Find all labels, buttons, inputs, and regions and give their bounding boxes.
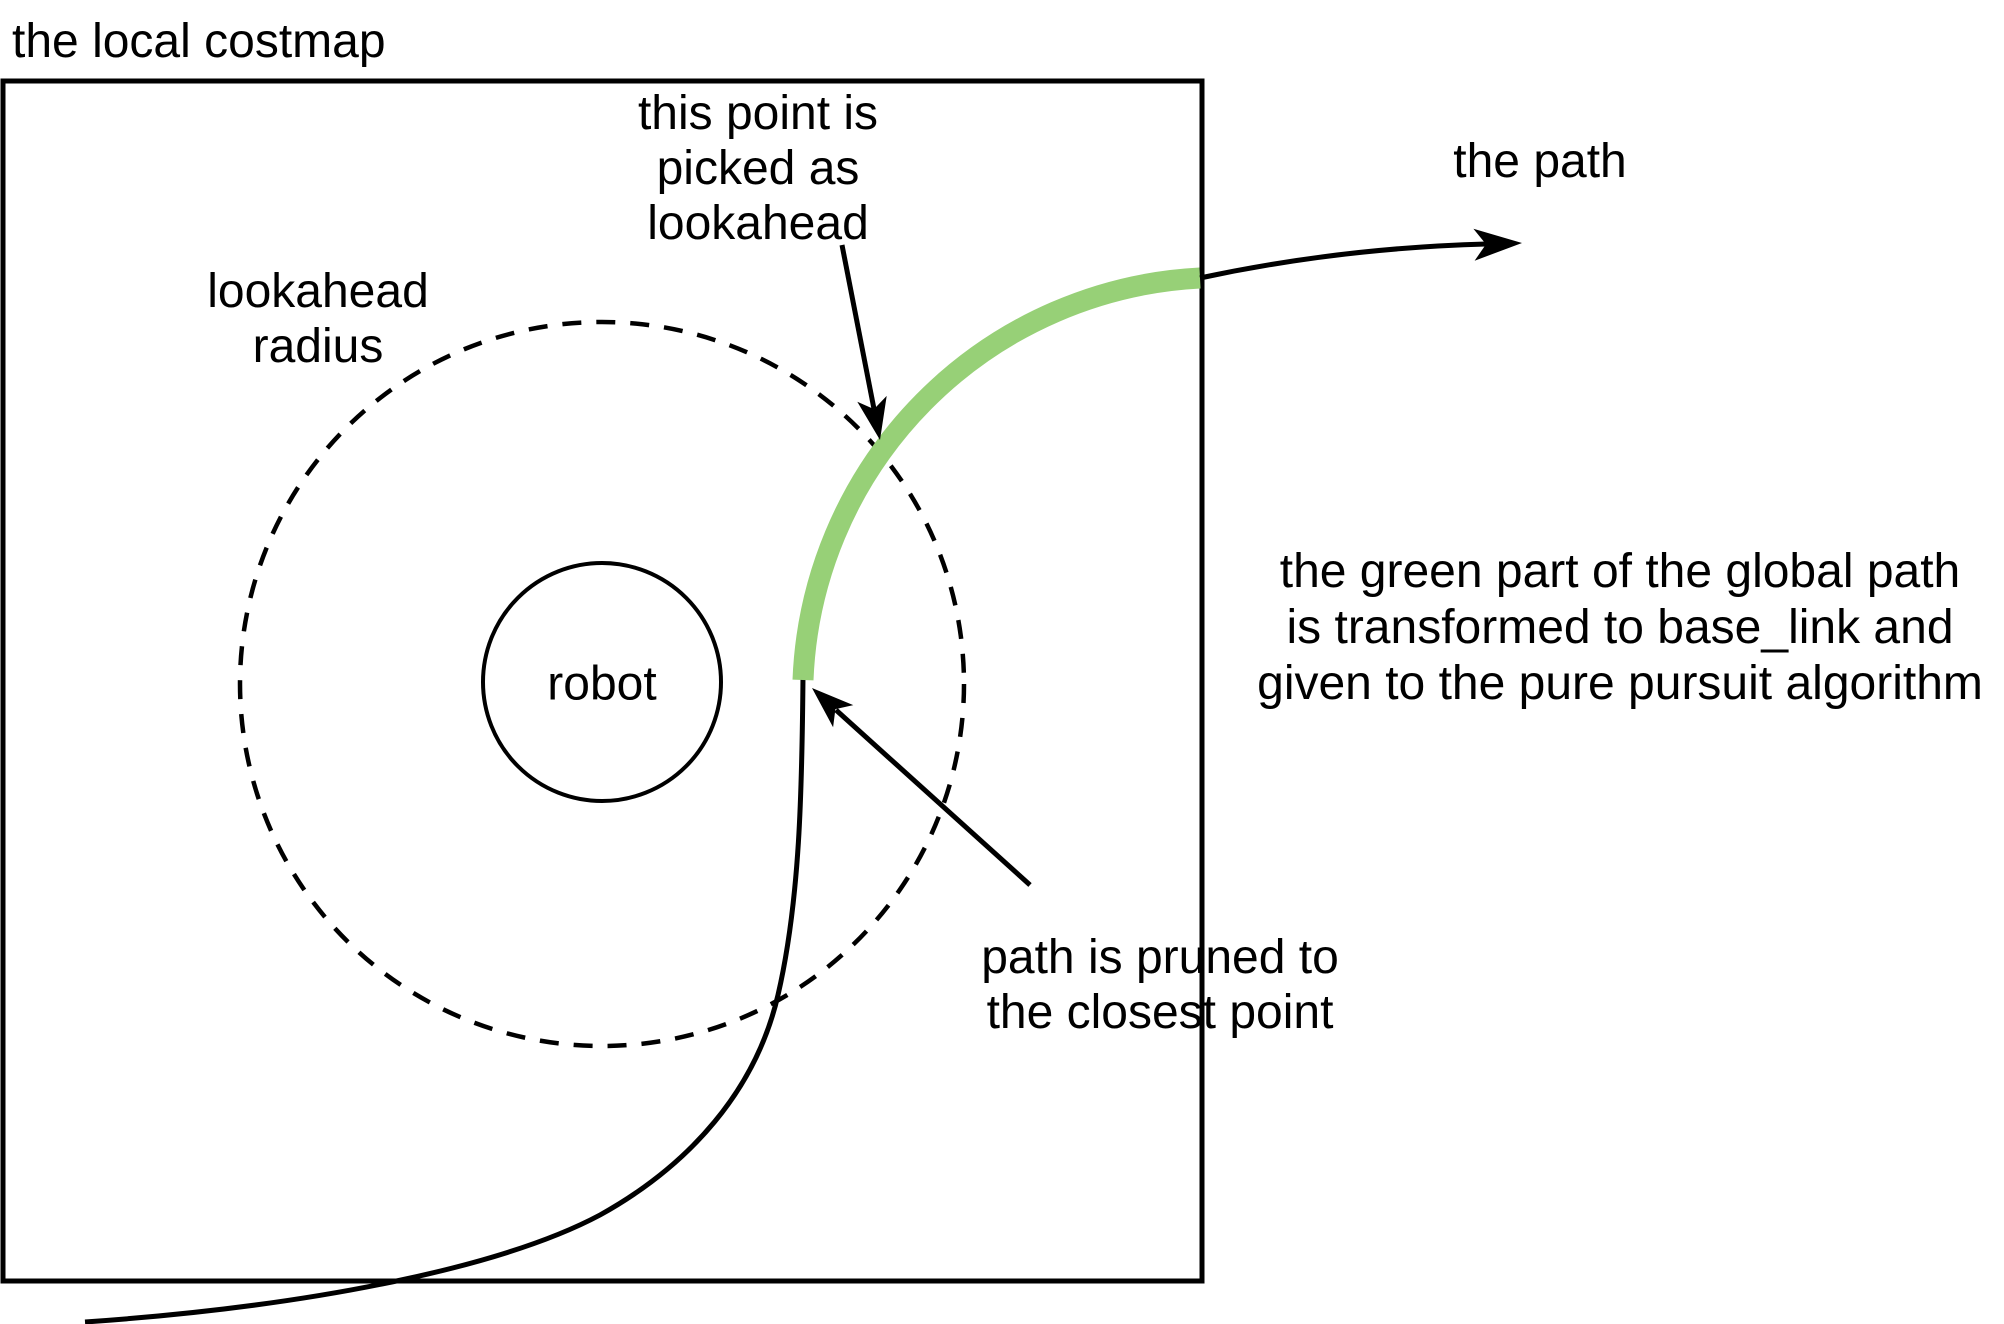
- lookahead-point-label-line: picked as: [656, 142, 860, 195]
- lookahead-radius-label: lookahead radius: [207, 264, 429, 374]
- green-part-explanation: the green part of the global path is tra…: [1257, 544, 1983, 712]
- lookahead-radius-label-line: lookahead: [207, 265, 429, 318]
- costmap-boundary: [0, 78, 1205, 1284]
- costmap-label: the local costmap: [12, 15, 386, 68]
- pruned-label-line: path is pruned to: [981, 931, 1339, 984]
- pruned-label: path is pruned to the closest point: [981, 930, 1339, 1040]
- green-part-explanation-line: the green part of the global path: [1279, 545, 1961, 598]
- lookahead-point-label: this point is picked as lookahead: [638, 86, 878, 251]
- green-part-explanation-line: is transformed to base_link and: [1286, 601, 1954, 654]
- pruned-path-green-segment: [792, 267, 1201, 681]
- robot-label: robot: [547, 657, 657, 711]
- lookahead-point-label-line: this point is: [637, 87, 879, 140]
- lookahead-radius-label-line: radius: [252, 320, 384, 373]
- pruned-label-line: the closest point: [986, 986, 1334, 1039]
- global-path-lower-segment: [84, 675, 806, 1324]
- lookahead-annotation-arrow-line: [839, 244, 877, 410]
- global-path-outside-segment: [1199, 241, 1487, 281]
- lookahead-point-label-line: lookahead: [647, 197, 869, 250]
- path-arrowhead-icon: [1473, 228, 1522, 261]
- lookahead-radius-circle: [237, 319, 967, 1049]
- green-part-explanation-line: given to the pure pursuit algorithm: [1257, 657, 1983, 710]
- pruned-annotation-arrowhead-icon: [812, 688, 854, 728]
- path-label: the path: [1453, 135, 1627, 188]
- pruned-annotation-arrow-line: [834, 708, 1032, 887]
- lookahead-annotation-arrowhead-icon: [857, 395, 887, 440]
- robot-circle: [481, 561, 723, 803]
